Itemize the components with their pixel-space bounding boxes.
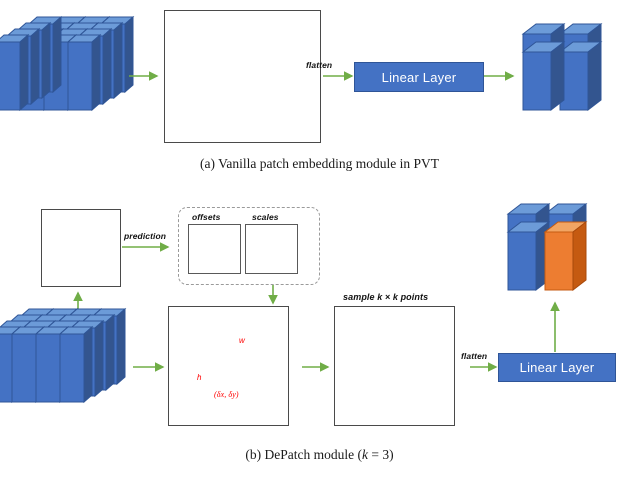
- offsets-label: offsets: [192, 212, 221, 222]
- linear-layer-b[interactable]: Linear Layer: [498, 353, 616, 382]
- delta-label: (δx, δy): [214, 390, 239, 399]
- panel-b-sample-box: [334, 306, 455, 426]
- flatten-label-b: flatten: [461, 351, 488, 361]
- panel-b-region-box: [168, 306, 289, 426]
- prediction-label: prediction: [124, 231, 167, 241]
- output-box-highlight: [543, 220, 588, 292]
- caption-a: (a) Vanilla patch embedding module in PV…: [200, 156, 439, 171]
- scales-box: [245, 224, 298, 274]
- scales-label: scales: [252, 212, 279, 222]
- height-label: h: [197, 373, 202, 382]
- width-label: w: [239, 336, 245, 345]
- panel-b-prediction-grid: [41, 209, 121, 287]
- caption-b-suffix: = 3): [367, 447, 394, 462]
- panel-b-input-stack: [0, 307, 127, 404]
- caption-b-prefix: (b) DePatch module (: [245, 447, 362, 462]
- caption-b: (b) DePatch module (k = 3): [0, 447, 639, 463]
- panel-a-patch-grid: [164, 10, 321, 143]
- linear-layer-a[interactable]: Linear Layer: [354, 62, 484, 92]
- offsets-box: [188, 224, 241, 274]
- caption-b-k: k: [361, 447, 368, 462]
- flatten-label-a: flatten: [306, 60, 333, 70]
- sample-points-label: sample k × k points: [343, 292, 429, 302]
- panel-a-output-boxes: [521, 22, 603, 112]
- panel-b-output-boxes: [506, 202, 588, 292]
- panel-a-input-stack: [0, 15, 135, 112]
